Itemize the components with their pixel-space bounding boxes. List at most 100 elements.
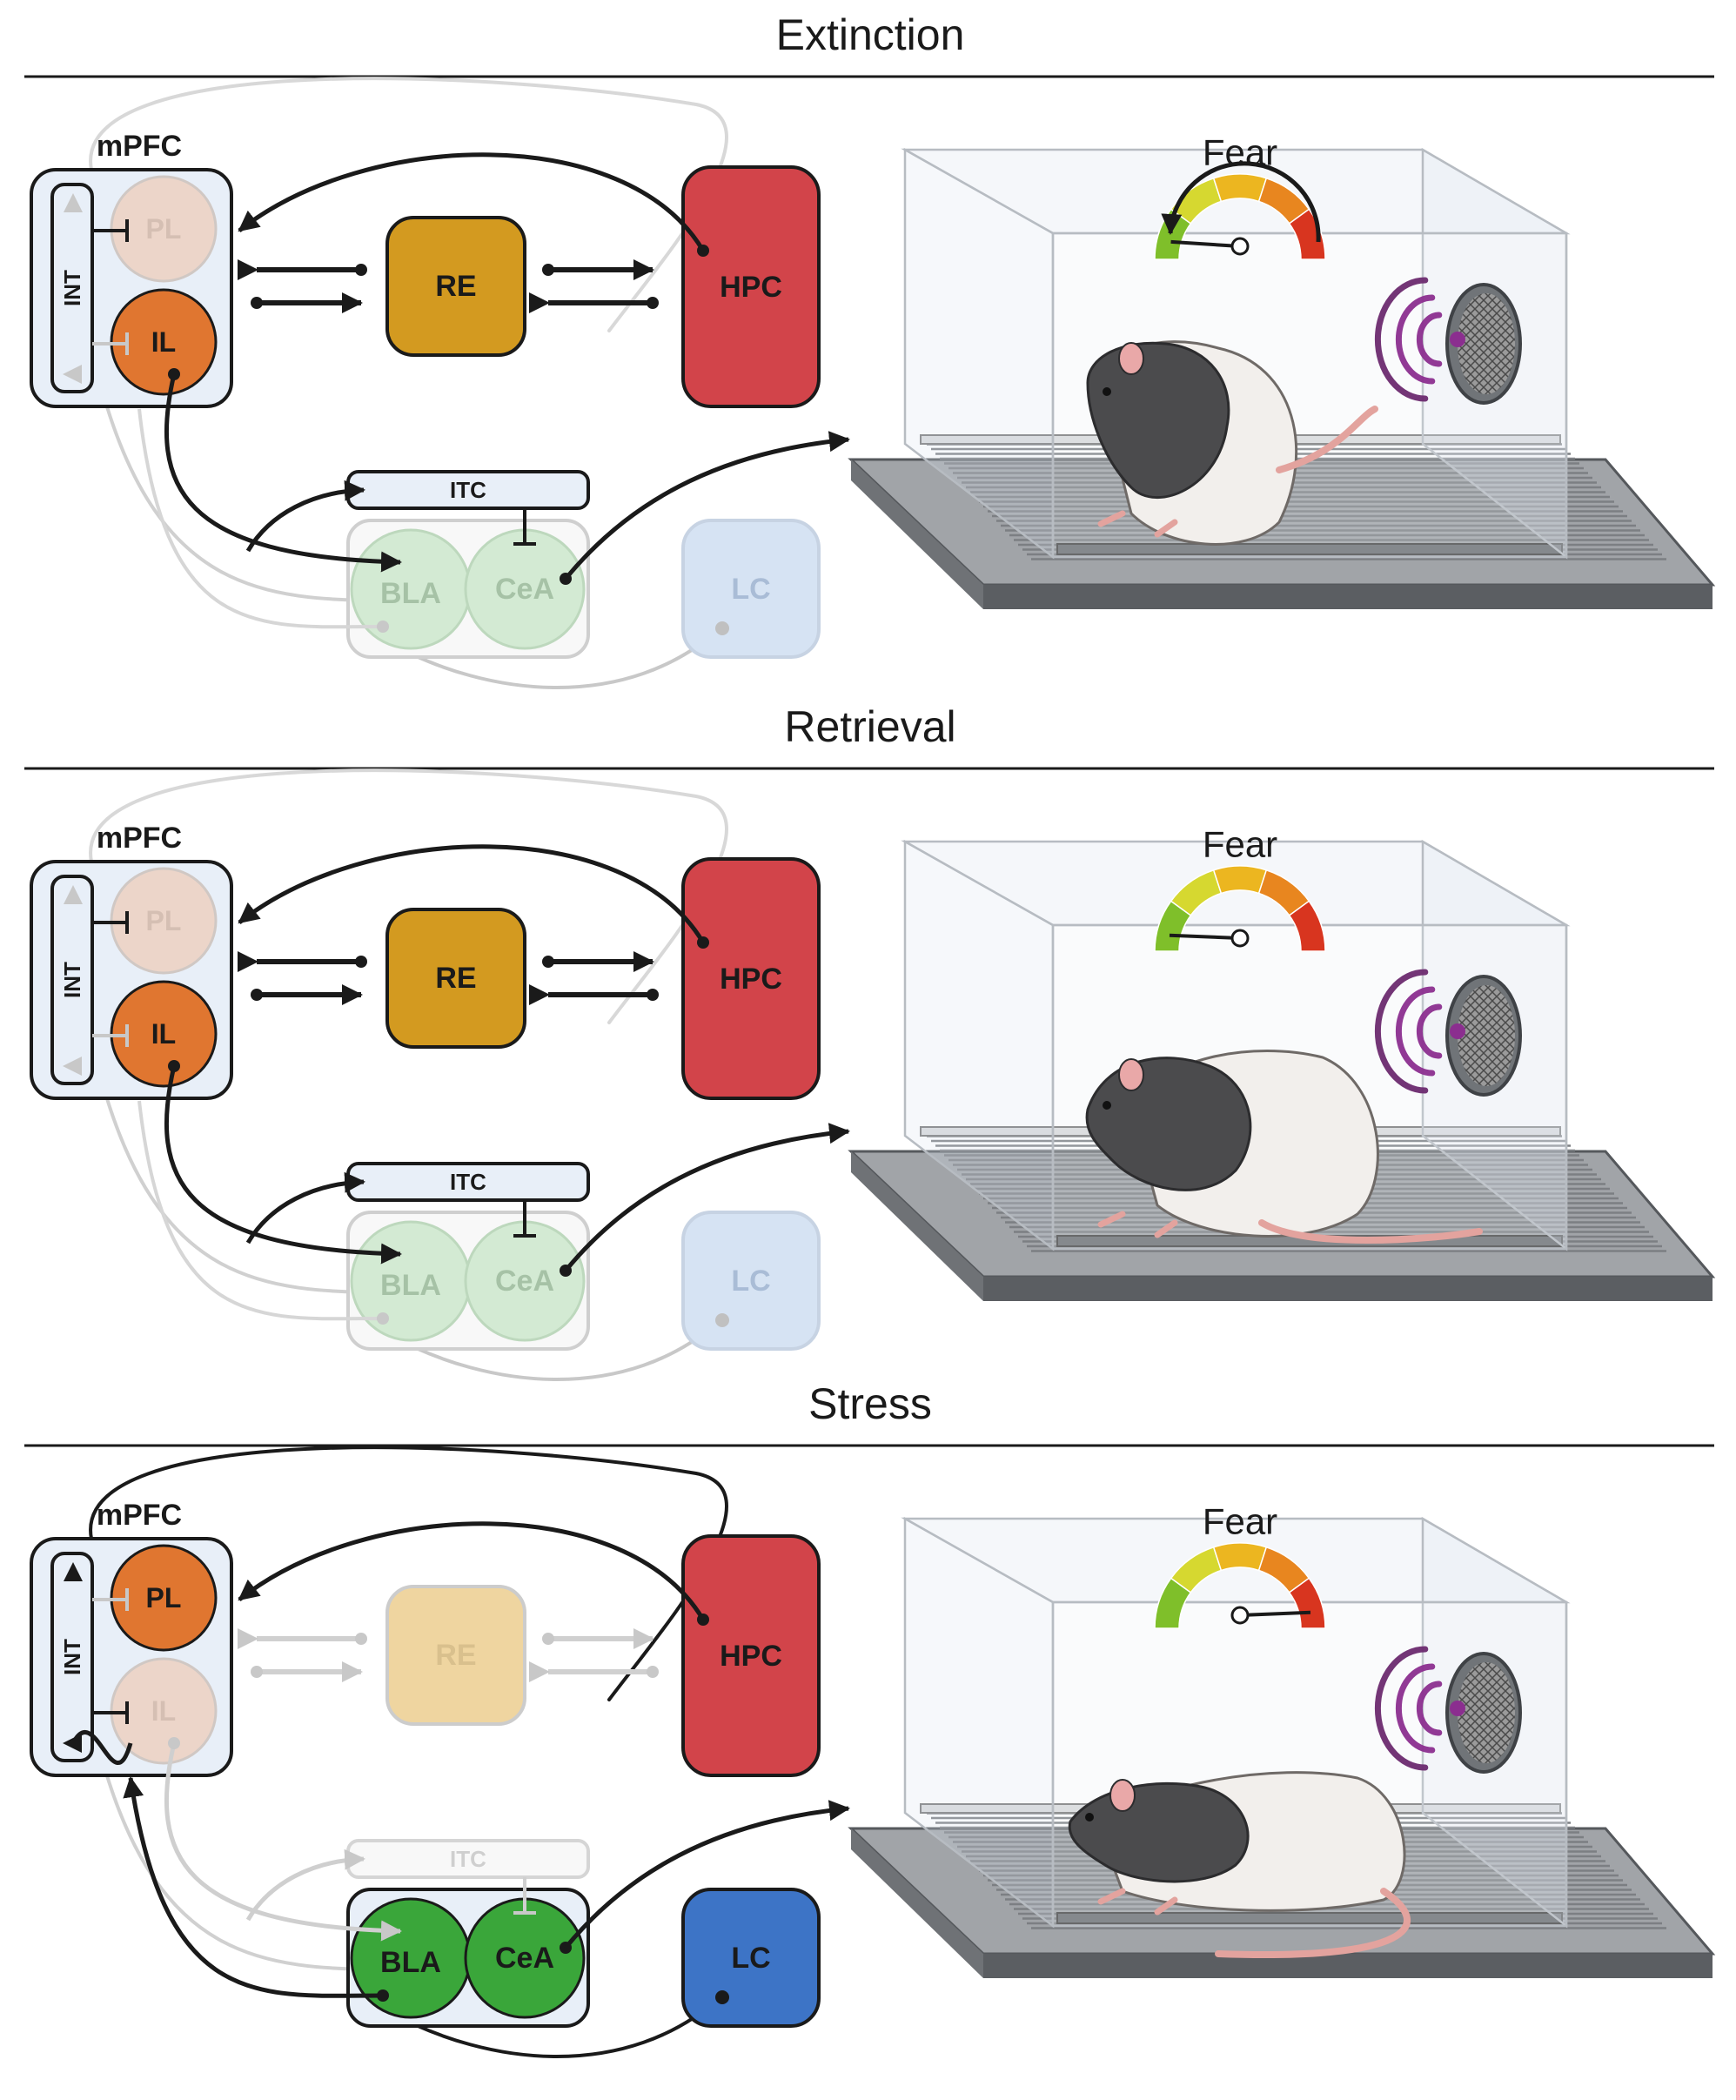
fear-chamber xyxy=(848,147,1716,609)
lc-to-bla-line xyxy=(391,1317,724,1381)
rat-hood xyxy=(1085,1057,1252,1191)
lc-output-dot xyxy=(715,1313,729,1327)
cea-label: CeA xyxy=(495,573,554,606)
int-top-triangle xyxy=(64,193,83,212)
chamber-floor-front xyxy=(983,1277,1713,1301)
rat-eye xyxy=(1103,387,1111,396)
gauge-pivot xyxy=(1230,1606,1250,1625)
gauge-pivot xyxy=(1230,237,1250,256)
fear-label: Fear xyxy=(1203,1501,1277,1542)
rat-ear xyxy=(1118,1058,1144,1091)
il-to-itc-projection xyxy=(245,1171,365,1245)
cea-label: CeA xyxy=(495,1942,554,1975)
cea-output-arrow xyxy=(560,431,850,585)
rat-tail xyxy=(1276,406,1378,473)
cea-output-arrow xyxy=(560,1800,850,1954)
gauge-segment xyxy=(1212,865,1268,895)
fear-decrease-arrow xyxy=(1161,161,1321,243)
bla-label: BLA xyxy=(380,577,441,610)
hpc-label: HPC xyxy=(720,963,782,996)
chamber-floor-edge xyxy=(851,460,983,609)
sound-wave xyxy=(1395,986,1436,1077)
gauge-segment xyxy=(1288,900,1326,952)
sound-wave xyxy=(1416,1681,1443,1736)
re-label: RE xyxy=(435,1639,476,1672)
lc-box xyxy=(681,519,821,659)
chamber-floor-edge xyxy=(851,1151,983,1301)
chamber-floor-front xyxy=(983,1954,1713,1978)
int-bottom-triangle xyxy=(63,365,82,384)
il-label: IL xyxy=(151,1695,176,1727)
bla-label: BLA xyxy=(380,1946,441,1979)
rat-eye xyxy=(1103,1101,1111,1110)
int-bottom-triangle xyxy=(63,1057,82,1076)
rat-eye xyxy=(1085,1813,1094,1822)
lc-label: LC xyxy=(731,573,770,606)
lc-output-dot xyxy=(715,1990,729,2004)
itc-label: ITC xyxy=(450,477,486,503)
lc-label: LC xyxy=(731,1265,770,1298)
sound-wave xyxy=(1374,1646,1429,1771)
speaker-center xyxy=(1450,1023,1465,1039)
hpc-box xyxy=(681,1534,821,1777)
speaker-center xyxy=(1450,332,1465,347)
gauge-segment xyxy=(1288,1577,1326,1629)
gauge-segment xyxy=(1212,173,1268,203)
rat-tail xyxy=(1215,1888,1411,1958)
sound-wave xyxy=(1374,969,1429,1094)
rat-ear xyxy=(1109,1779,1136,1812)
panel-title: Stress xyxy=(808,1379,932,1428)
bla-label: BLA xyxy=(380,1269,441,1302)
gauge-pivot xyxy=(1230,929,1250,948)
lc-to-bla-line xyxy=(391,625,724,689)
rat-paws xyxy=(1097,1211,1178,1238)
re-label: RE xyxy=(435,270,476,303)
mpfc-label: mPFC xyxy=(97,822,182,855)
rat-ear xyxy=(1118,342,1144,375)
itc-label: ITC xyxy=(450,1846,486,1872)
sound-wave xyxy=(1416,312,1443,367)
bla-to-il-projection xyxy=(123,1776,389,2002)
il-to-itc-projection xyxy=(245,480,365,553)
speaker-grille xyxy=(1458,985,1515,1086)
int-label: INT xyxy=(59,270,85,306)
sound-wave xyxy=(1416,1003,1443,1059)
pl-label: PL xyxy=(146,905,182,936)
grid-front-rail xyxy=(1056,543,1563,555)
gauge-needle xyxy=(1239,1610,1311,1617)
int-label: INT xyxy=(59,962,85,998)
int-box xyxy=(50,1552,94,1762)
hpc-to-mpfc-projection xyxy=(238,152,709,257)
rat-crouched xyxy=(1086,340,1378,546)
int-top-triangle xyxy=(64,885,83,904)
gauge-segment xyxy=(1212,1542,1268,1572)
il-to-bla-projection xyxy=(164,1060,402,1265)
chamber-floor-front xyxy=(983,585,1713,609)
re-label: RE xyxy=(435,962,476,995)
rat-paws xyxy=(1097,1888,1178,1915)
int-box xyxy=(50,875,94,1085)
il-to-bla-projection xyxy=(164,368,402,573)
sound-wave xyxy=(1374,277,1429,402)
speaker-grille xyxy=(1458,1662,1515,1763)
int-loop-line xyxy=(70,1729,133,1765)
sound-wave xyxy=(1395,294,1436,385)
cea-output-arrow xyxy=(560,1123,850,1277)
hpc-box xyxy=(681,857,821,1100)
gauge-needle xyxy=(1169,933,1241,940)
int-top-triangle xyxy=(64,1562,83,1581)
sound-wave xyxy=(1395,1663,1436,1754)
hpc-label: HPC xyxy=(720,271,782,304)
grid-front-rail xyxy=(1056,1912,1563,1924)
pl-label: PL xyxy=(146,1582,182,1614)
panel-title: Extinction xyxy=(776,10,965,59)
gauge-needle xyxy=(1170,239,1241,248)
bla-to-il-light xyxy=(137,1100,389,1325)
hpc-to-mpfc-projection xyxy=(238,1521,709,1626)
mpfc-label: mPFC xyxy=(97,1499,182,1532)
rat-sitting xyxy=(1085,1050,1483,1244)
lc-to-bla-line xyxy=(381,1994,724,2058)
